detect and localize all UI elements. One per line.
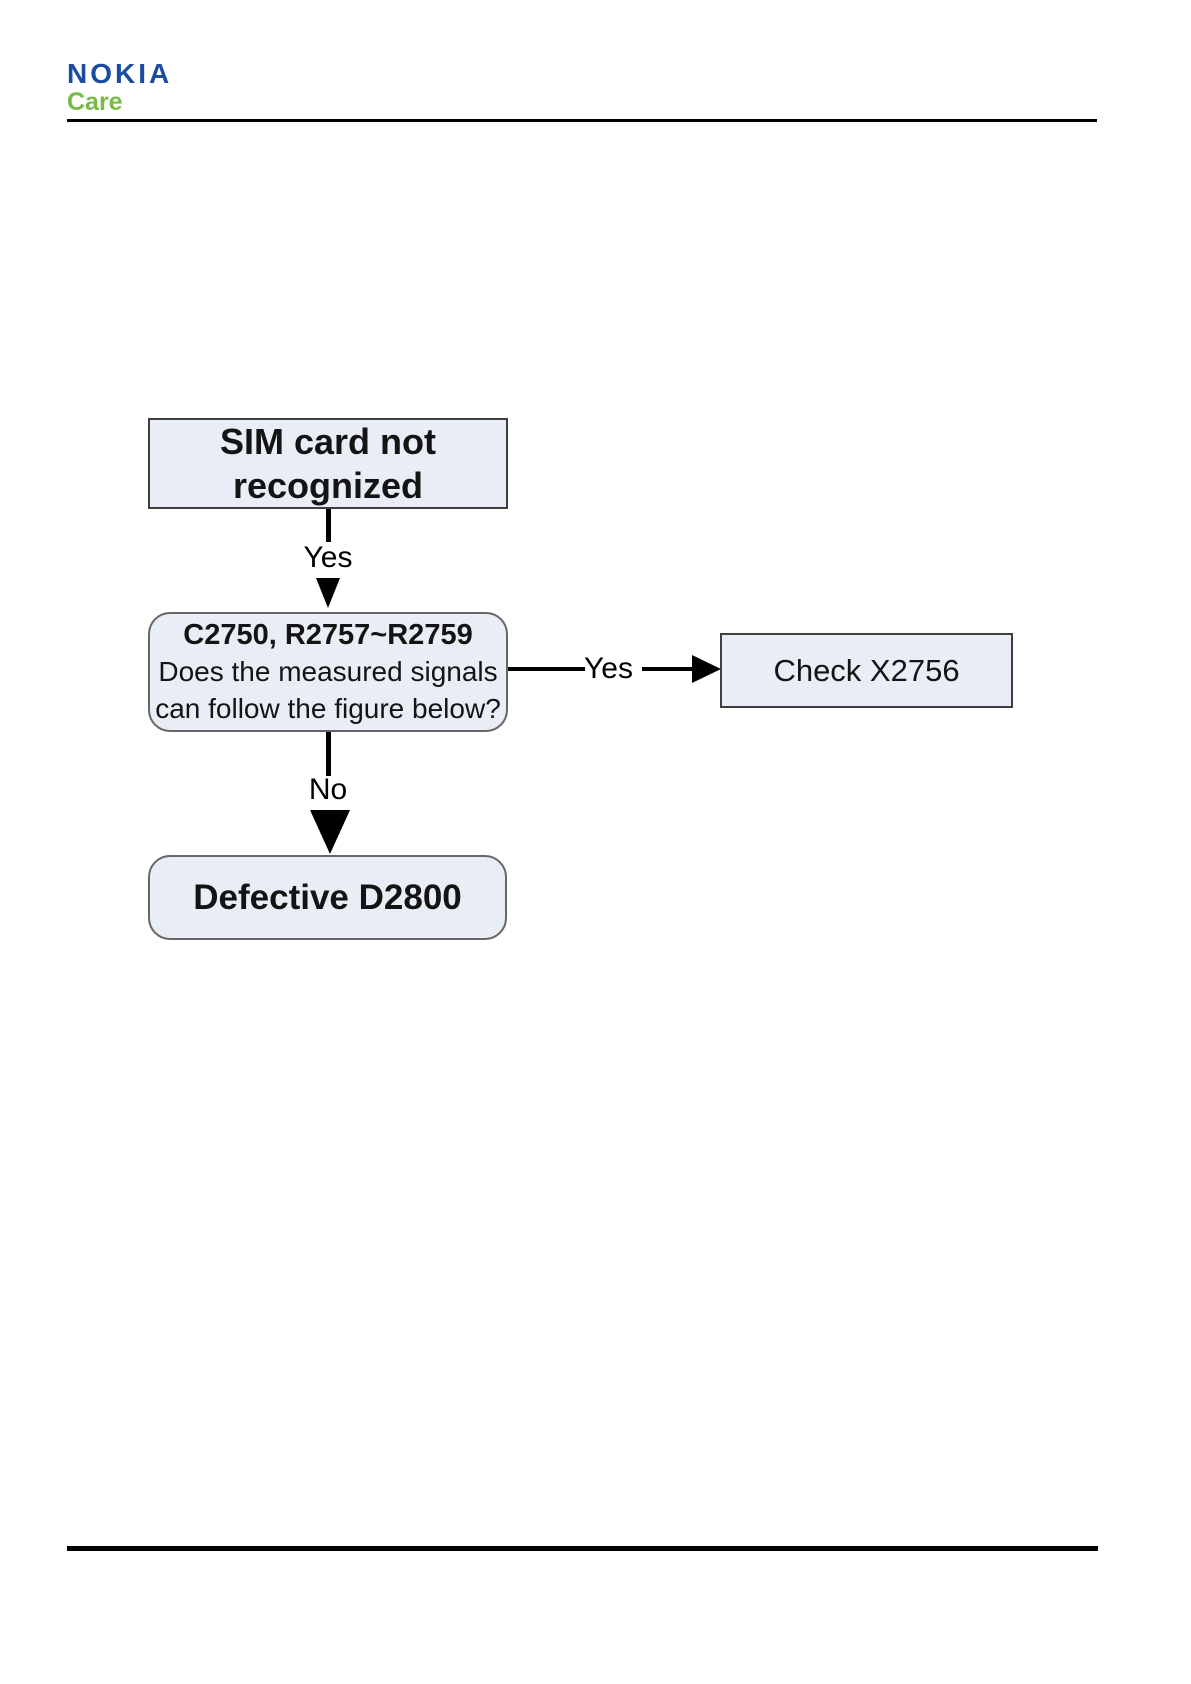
edge-label-yes-right: Yes (584, 652, 633, 685)
connector-decision-to-defective (326, 732, 331, 776)
flowchart-node-defective: Defective D2800 (148, 855, 507, 940)
connector-decision-to-check-right (642, 667, 693, 671)
flowchart-decision-title: C2750, R2757~R2759 (183, 618, 473, 651)
arrow-down-icon (310, 810, 350, 854)
connector-decision-to-check-left (508, 667, 585, 671)
flowchart-node-defective-label: Defective D2800 (193, 877, 462, 917)
flowchart-decision-question-line2: can follow the figure below? (155, 692, 501, 724)
arrow-down-icon (316, 578, 340, 608)
header-divider (67, 119, 1097, 122)
flowchart-node-check-label: Check X2756 (773, 652, 960, 688)
flowchart-node-check: Check X2756 (720, 633, 1013, 708)
connector-start-to-decision (326, 509, 331, 542)
edge-label-no-down: No (308, 773, 348, 806)
flowchart-decision-question-line1: Does the measured signals (158, 656, 498, 688)
flowchart-node-start: SIM card not recognized (148, 418, 508, 509)
arrow-right-icon (692, 655, 721, 683)
flowchart-node-start-label: SIM card not recognized (219, 421, 437, 506)
footer-divider (67, 1546, 1098, 1551)
care-logo: Care (67, 88, 123, 116)
flowchart-node-decision: C2750, R2757~R2759 Does the measured sig… (148, 612, 508, 732)
edge-label-yes-down: Yes (303, 541, 353, 574)
nokia-logo: NOKIA (67, 58, 173, 89)
